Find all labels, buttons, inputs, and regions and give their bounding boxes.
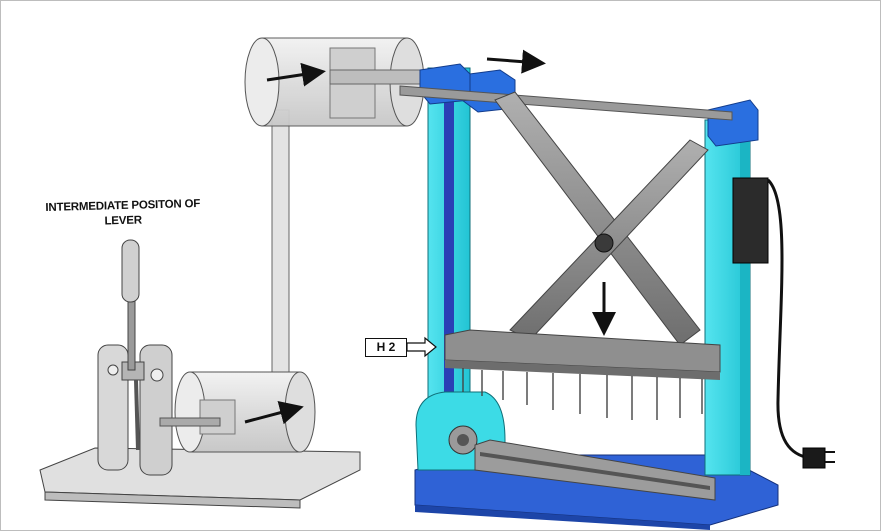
h2-label: H 2 (365, 338, 407, 357)
left-column (415, 67, 506, 471)
top-rod (399, 85, 733, 121)
lever-base-plate (39, 447, 361, 509)
arrow-right-icon (266, 62, 326, 87)
h2-pointer-icon (406, 336, 437, 358)
bottom-cylinder (159, 371, 316, 453)
power-box (732, 177, 811, 460)
bottom-trough (474, 439, 716, 501)
plug-icon (802, 447, 835, 469)
arrow-right-icon (244, 400, 304, 425)
lever-caption: INTERMEDIATE POSITON OF LEVER (38, 197, 209, 231)
scissor-links (494, 91, 709, 346)
lever-handle (121, 239, 140, 451)
right-column (704, 119, 751, 476)
needles (462, 368, 703, 420)
arrow-right-icon (486, 49, 546, 74)
top-cylinder (244, 37, 441, 127)
lever-stand (97, 344, 173, 476)
press-bar (444, 329, 721, 380)
link-rod (271, 109, 290, 396)
